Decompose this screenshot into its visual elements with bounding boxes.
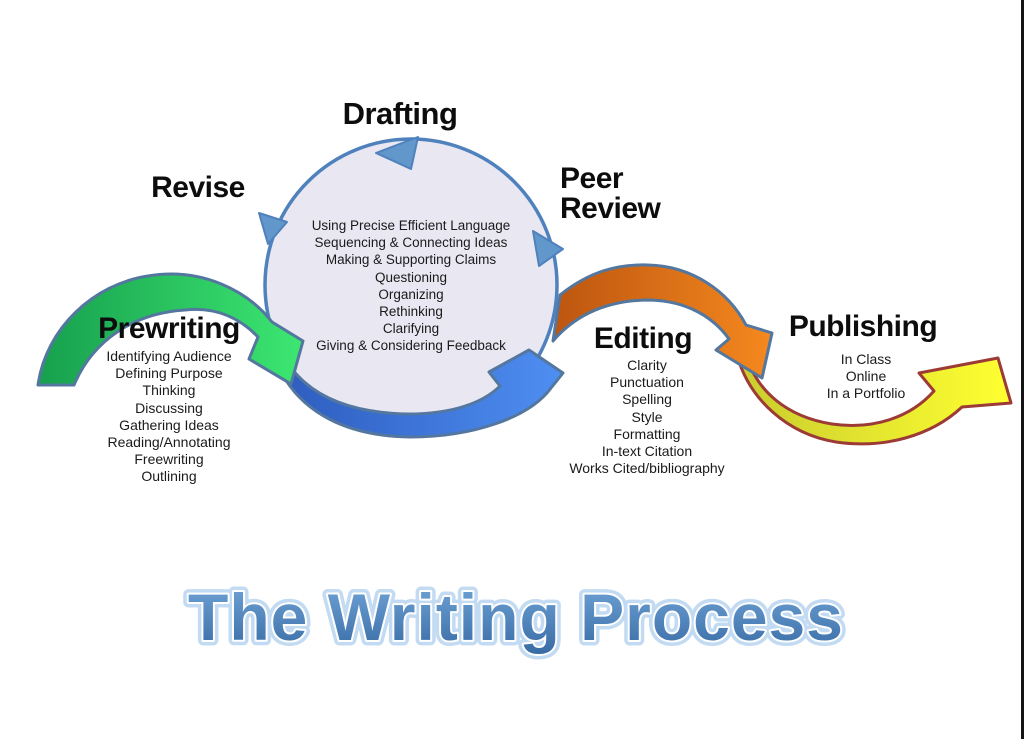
cycle-activity: Using Precise Efficient Language [311, 218, 511, 233]
cycle-arrowhead-top-icon [375, 136, 419, 170]
prewriting-item: Identifying Audience [106, 348, 232, 364]
publishing-arrow [735, 347, 1013, 446]
prewriting-item: Reading/Annotating [107, 434, 231, 451]
cycle-arrowhead-left-icon [258, 212, 288, 245]
revise-label: Revise [151, 171, 245, 204]
cycle-activity: Clarifying [382, 321, 440, 337]
prewriting-label: Prewriting [98, 312, 240, 345]
prewriting-item: Defining Purpose [115, 365, 223, 382]
peer-review-label: Peer Review [560, 162, 661, 225]
drafting-label: Drafting [342, 96, 458, 131]
editing-list: Clarity Punctuation Spelling Style Forma… [569, 357, 724, 477]
editing-item: In-text Citation [601, 443, 693, 460]
cycle-bottom-arrow [277, 348, 565, 439]
cycle-activity: Making & Supporting Claims [325, 252, 497, 268]
cycle-activity: Questioning [374, 269, 448, 285]
prewriting-list: Identifying Audience Defining Purpose Th… [106, 348, 231, 486]
prewriting-item: Thinking [142, 382, 196, 399]
cycle-activities-list: Using Precise Efficient Language Sequenc… [271, 217, 551, 355]
prewriting-arrow [36, 272, 305, 387]
publishing-item: Online [845, 368, 887, 385]
cycle-arrowhead-right-icon [532, 230, 564, 267]
editing-item: Punctuation [610, 374, 684, 391]
prewriting-item: Gathering Ideas [119, 416, 219, 433]
publishing-item: In Class [840, 351, 892, 367]
page-title-halo: The Writing Process [188, 580, 844, 654]
editing-label: Editing [593, 322, 693, 355]
prewriting-item: Discussing [135, 399, 203, 416]
cycle-activity: Rethinking [379, 304, 443, 320]
publishing-label: Publishing [788, 310, 938, 343]
cycle-activity: Organizing [378, 286, 444, 302]
prewriting-item: Outlining [141, 468, 197, 485]
right-edge-bar [1021, 0, 1024, 739]
editing-item: Spelling [622, 391, 672, 408]
prewriting-item: Freewriting [134, 451, 204, 468]
editing-item: Formatting [613, 425, 681, 442]
cycle-activity: Sequencing & Connecting Ideas [314, 235, 508, 251]
cycle-activity: Giving & Considering Feedback [316, 338, 506, 354]
editing-item: Works Cited/bibliography [569, 460, 725, 477]
editing-arrow [551, 263, 774, 380]
page-title: The Writing Process [188, 580, 844, 654]
editing-item: Style [631, 408, 663, 425]
publishing-item: In a Portfolio [826, 385, 906, 402]
editing-item: Clarity [627, 357, 667, 373]
publishing-list: In Class Online In a Portfolio [827, 351, 906, 403]
